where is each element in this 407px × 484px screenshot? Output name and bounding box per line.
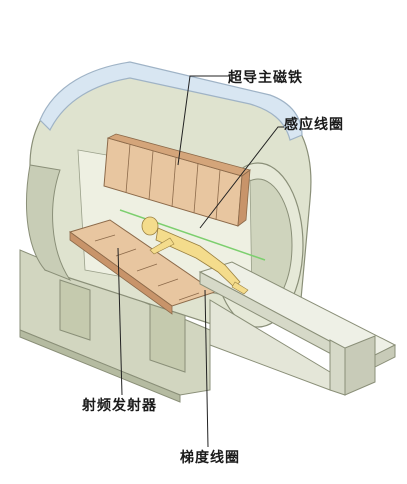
leader-gradient-coil <box>204 289 209 448</box>
patient-table <box>198 261 397 396</box>
label-superconducting-magnet: 超导主磁铁 <box>228 70 303 86</box>
gradient-coil-panels <box>68 219 217 315</box>
label-induction-coil: 感应线圈 <box>284 117 344 133</box>
label-gradient-coil: 梯度线圈 <box>180 450 240 466</box>
patient-figure <box>141 216 249 295</box>
label-rf-transmitter: 射频发射器 <box>82 398 157 414</box>
leader-rf-transmitter <box>117 247 123 396</box>
leader-rf-coil <box>199 126 284 229</box>
leader-lines <box>117 75 284 448</box>
machine-base <box>19 249 211 403</box>
leader-magnet <box>177 75 230 166</box>
